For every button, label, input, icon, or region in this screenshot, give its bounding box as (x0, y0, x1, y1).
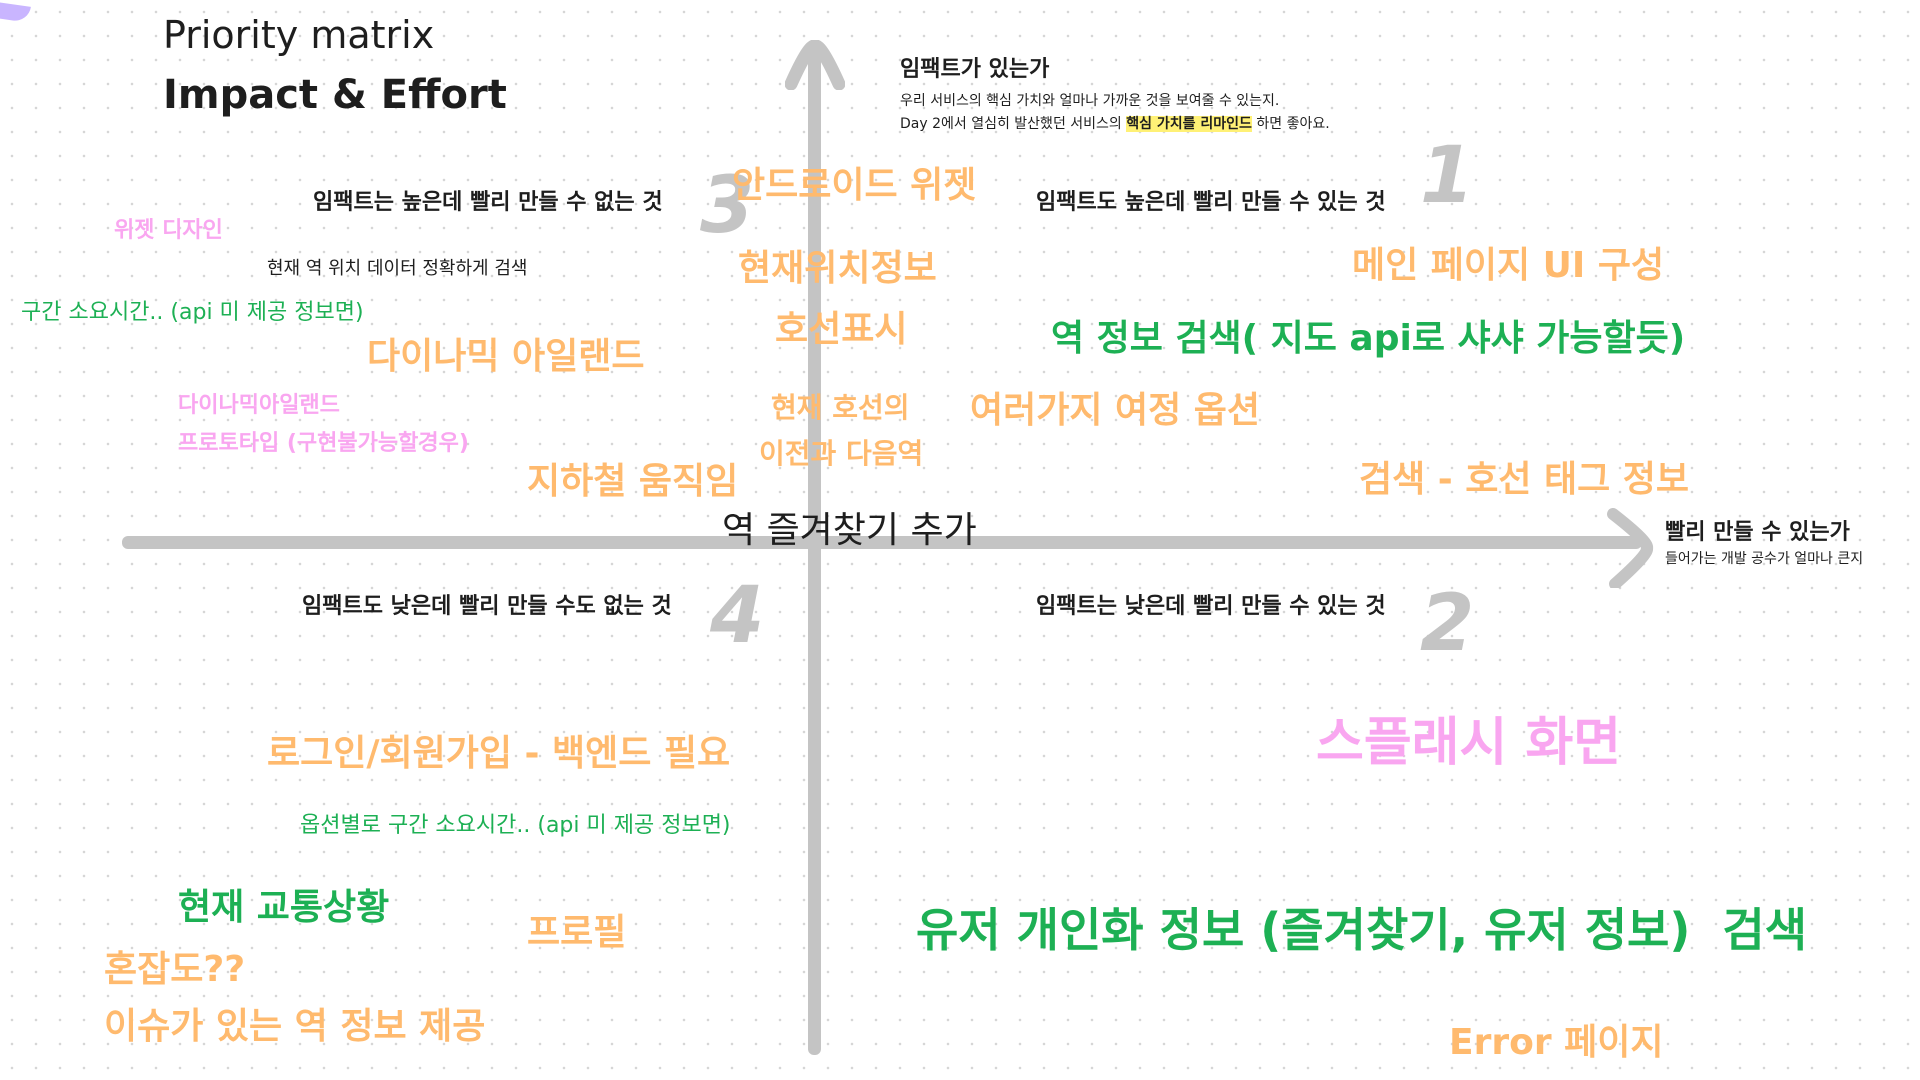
sticky-note[interactable]: 여러가지 여정 옵션 (970, 390, 1261, 431)
sticky-note[interactable]: 지하철 움직임 (527, 461, 739, 502)
sticky-note[interactable]: 현재위치정보 (738, 248, 937, 289)
y-axis-description-2: Day 2에서 열심히 발산했던 서비스의 핵심 가치를 리마인드 하면 좋아요… (900, 116, 1330, 132)
sticky-note[interactable]: 이슈가 있는 역 정보 제공 (104, 1006, 486, 1047)
sticky-note[interactable]: 혼잡도?? (104, 949, 246, 990)
x-axis-title: 빨리 만들 수 있는가 (1665, 520, 1850, 545)
sticky-note[interactable]: 위젯 디자인 (114, 218, 223, 243)
quadrant-4-label: 임팩트도 낮은데 빨리 만들 수도 없는 것 (302, 594, 672, 619)
arrow-up-icon (785, 40, 845, 90)
sticky-note[interactable]: 로그인/회원가입 - 백엔드 필요 (267, 733, 731, 774)
desc-text: Day 2에서 열심히 발산했던 서비스의 (900, 116, 1127, 132)
quadrant-1-label: 임팩트도 높은데 빨리 만들 수 있는 것 (1036, 190, 1386, 215)
quadrant-2-number: 2 (1420, 579, 1475, 669)
sticky-note[interactable]: 이전과 다음역 (759, 437, 924, 470)
sticky-note[interactable]: 유저 개인화 정보 (즐겨찾기, 유저 정보) 검색 (916, 903, 1808, 957)
desc-text: 하면 좋아요. (1251, 116, 1330, 132)
sticky-note[interactable]: 안드로이드 위젯 (732, 165, 977, 206)
sticky-note[interactable]: 다이나믹아일랜드 (178, 393, 340, 418)
sticky-note[interactable]: 호선표시 (775, 309, 908, 350)
sticky-note[interactable]: 다이나믹 아일랜드 (367, 336, 645, 377)
sticky-note[interactable]: 현재 교통상황 (178, 887, 390, 928)
quadrant-3-number: 3 (700, 161, 755, 251)
sticky-note[interactable]: 역 정보 검색( 지도 api로 샤샤 가능할듯) (1051, 318, 1686, 359)
sticky-note[interactable]: 구간 소요시간.. (api 미 제공 정보면) (21, 300, 364, 325)
sticky-note[interactable]: 프로필 (527, 912, 627, 953)
quadrant-4-number: 4 (710, 571, 765, 661)
sticky-note[interactable]: 옵션별로 구간 소요시간.. (api 미 제공 정보면) (300, 813, 731, 838)
sticky-note[interactable]: 검색 - 호선 태그 정보 (1359, 459, 1690, 500)
sticky-note[interactable]: 스플래시 화면 (1316, 713, 1622, 773)
quadrant-1-number: 1 (1420, 131, 1475, 221)
y-axis-description: 우리 서비스의 핵심 가치와 얼마나 가까운 것을 보여줄 수 있는지. (900, 93, 1280, 109)
page-title: Priority matrix (163, 13, 435, 57)
quadrant-3-label: 임팩트는 높은데 빨리 만들 수 없는 것 (313, 190, 663, 215)
sticky-note[interactable]: 메인 페이지 UI 구성 (1352, 245, 1665, 286)
quadrant-2-label: 임팩트는 낮은데 빨리 만들 수 있는 것 (1036, 594, 1386, 619)
sticky-note[interactable]: 현재 호선의 (771, 391, 910, 424)
effort-axis-line (122, 536, 1642, 549)
y-axis-title: 임팩트가 있는가 (900, 57, 1050, 82)
sticky-note[interactable]: 현재 역 위치 데이터 정확하게 검색 (267, 258, 528, 279)
arrow-right-icon (1607, 508, 1654, 588)
x-axis-description: 들어가는 개발 공수가 얼마나 큰지 (1665, 551, 1864, 567)
sticky-note[interactable]: Error 페이지 (1449, 1022, 1664, 1063)
highlighted-text: 핵심 가치를 리마인드 (1126, 116, 1252, 132)
sticky-note[interactable]: 역 즐겨찾기 추가 (722, 510, 977, 551)
impact-axis-line (808, 48, 821, 1055)
sticky-note[interactable]: 프로토타입 (구현불가능할경우) (178, 431, 469, 456)
purple-sticker-shape (0, 1, 31, 23)
page-subtitle: Impact & Effort (163, 72, 507, 118)
